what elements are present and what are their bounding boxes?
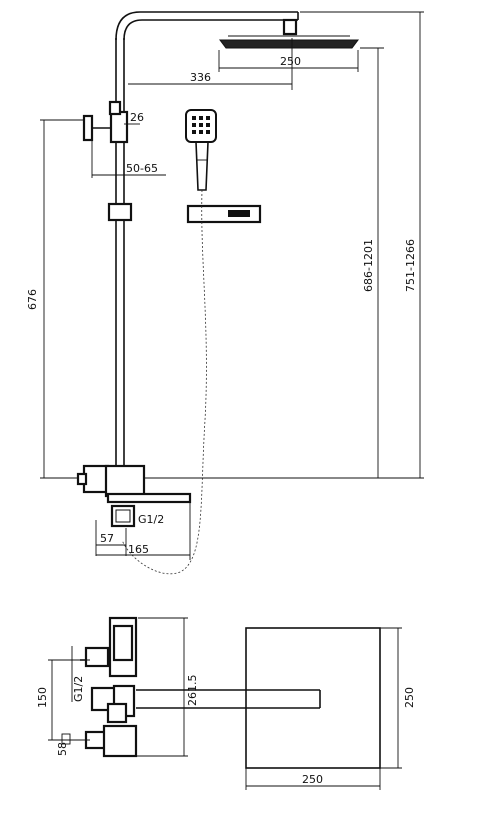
rain-shower-head bbox=[219, 35, 359, 49]
riser-height-label: 676 bbox=[26, 289, 39, 310]
arm-length-label: 336 bbox=[190, 71, 211, 84]
top-view-shower-head bbox=[245, 627, 381, 769]
mixer-body bbox=[76, 464, 192, 504]
thread-bottom-label: G1/2 bbox=[72, 676, 85, 702]
spout-offset-label: 57 bbox=[100, 532, 114, 545]
shower-hose bbox=[121, 189, 207, 575]
spout-length-label: 165 bbox=[128, 543, 149, 556]
total-depth-label: 261.5 bbox=[186, 675, 199, 707]
side-view bbox=[80, 616, 321, 758]
dimension-connector-spacing: 150 bbox=[36, 659, 90, 741]
dimension-thread-bottom: G1/2 bbox=[71, 646, 85, 702]
bracket-range-label: 50-65 bbox=[126, 162, 158, 175]
dimension-bracket-range: 50-65 bbox=[91, 140, 166, 178]
dimension-arm-length: 336 bbox=[128, 38, 293, 90]
dimension-spout: 57 165 bbox=[95, 502, 191, 560]
dimension-head-width: 250 bbox=[218, 50, 359, 72]
dimension-pipe-offset: 26 bbox=[124, 111, 144, 125]
hand-shower bbox=[185, 109, 217, 191]
pipe-offset-label: 26 bbox=[130, 111, 144, 124]
head-width-label: 250 bbox=[280, 55, 301, 68]
shower-arm bbox=[115, 11, 299, 41]
head-height-inner-label: 686-1201 bbox=[362, 239, 375, 292]
dimension-top-depth: 250 bbox=[380, 627, 416, 769]
top-width-label: 250 bbox=[302, 773, 323, 786]
shelf-holder bbox=[186, 204, 262, 224]
head-height-outer-label: 751-1266 bbox=[404, 239, 417, 292]
dimension-riser-height: 676 bbox=[26, 119, 90, 479]
connector-spacing-label: 150 bbox=[36, 687, 49, 708]
slide-bracket bbox=[107, 202, 133, 222]
thread-side-label: G1/2 bbox=[138, 513, 164, 526]
dimension-head-height-outer: 751-1266 bbox=[300, 11, 424, 478]
diverter-connector: G1/2 bbox=[110, 504, 164, 528]
dimension-total-depth: 261.5 bbox=[130, 617, 199, 757]
dimension-top-width: 250 bbox=[245, 768, 381, 790]
dimension-head-height-inner: 686-1201 bbox=[360, 47, 384, 478]
dimension-connector-depth: 58 bbox=[56, 733, 71, 756]
top-depth-label: 250 bbox=[403, 687, 416, 708]
connector-depth-label: 58 bbox=[56, 742, 69, 756]
wall-bracket-upper bbox=[82, 100, 129, 144]
